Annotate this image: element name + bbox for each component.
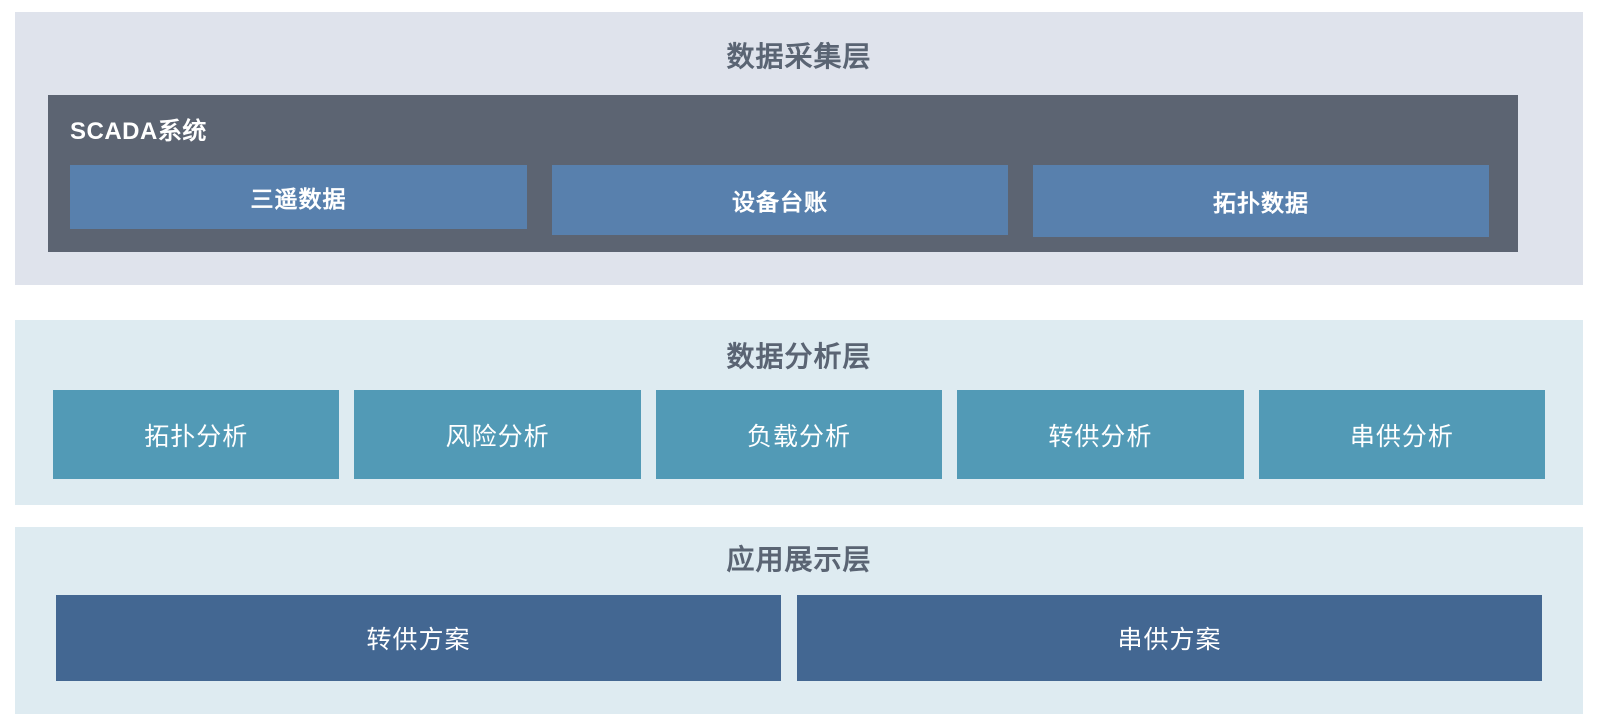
application-box-series-supply-plan[interactable]: 串供方案 [797, 595, 1542, 681]
scada-box-sanyao-data[interactable]: 三遥数据 [70, 165, 527, 229]
analysis-box-load[interactable]: 负载分析 [655, 390, 943, 479]
layer-title-data-collection: 数据采集层 [726, 41, 872, 72]
scada-box-group: 三遥数据 设备台账 拓扑数据 [70, 165, 1496, 237]
analysis-box-risk[interactable]: 风险分析 [354, 390, 641, 479]
analysis-box-topology[interactable]: 拓扑分析 [53, 390, 340, 479]
layer-data-analysis: 数据分析层 拓扑分析 风险分析 负载分析 转供分析 串供分析 [15, 320, 1583, 505]
scada-panel: SCADA系统 三遥数据 设备台账 拓扑数据 [48, 95, 1518, 252]
application-box-group: 转供方案 串供方案 [56, 595, 1542, 681]
layer-title-data-analysis: 数据分析层 [726, 341, 872, 372]
application-box-transfer-supply-plan[interactable]: 转供方案 [56, 595, 781, 681]
layer-application-presentation: 应用展示层 转供方案 串供方案 [15, 527, 1583, 714]
scada-box-equipment-ledger[interactable]: 设备台账 [552, 165, 1008, 235]
layer-data-collection: 数据采集层 SCADA系统 三遥数据 设备台账 拓扑数据 [15, 12, 1583, 285]
scada-panel-title: SCADA系统 [70, 118, 207, 145]
analysis-box-transfer-supply[interactable]: 转供分析 [957, 390, 1244, 479]
analysis-box-series-supply[interactable]: 串供分析 [1258, 390, 1546, 479]
analysis-box-group: 拓扑分析 风险分析 负载分析 转供分析 串供分析 [53, 390, 1546, 479]
scada-box-topology-data[interactable]: 拓扑数据 [1033, 165, 1489, 237]
layer-title-application-presentation: 应用展示层 [726, 544, 872, 575]
